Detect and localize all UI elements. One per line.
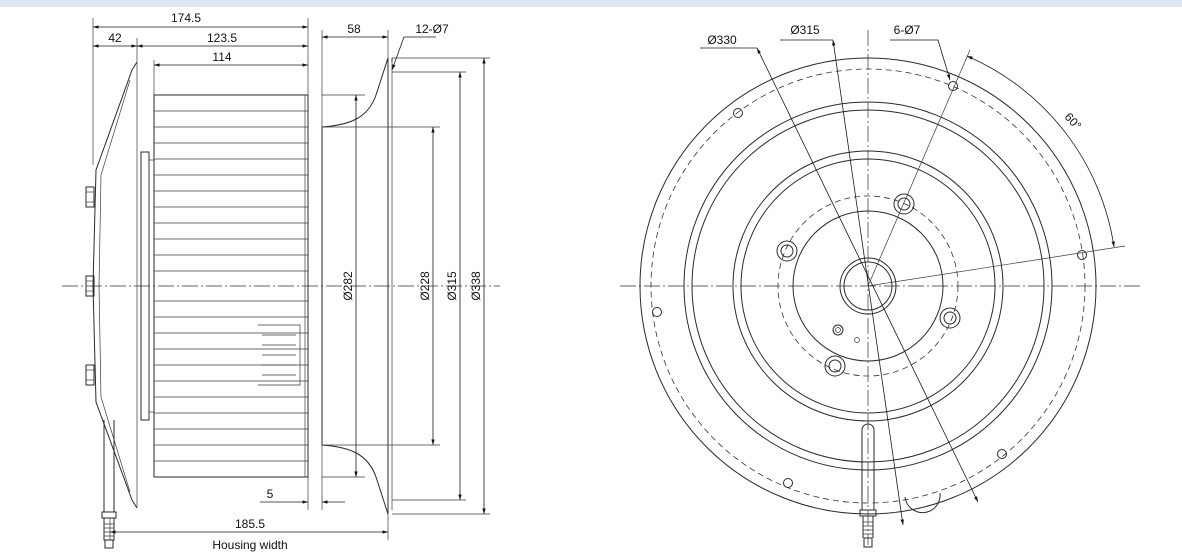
impeller-wheel [153, 94, 309, 478]
motor-housing [92, 61, 155, 509]
side-diameter-dimensions [322, 57, 490, 515]
angle-60-label: 60° [1062, 110, 1085, 133]
side-bottom-dimensions [109, 445, 389, 540]
flange-holes [652, 81, 1087, 488]
side-cable [101, 420, 117, 549]
dim-d315-label: Ø315 [445, 271, 459, 301]
dim-d282-label: Ø282 [341, 271, 355, 301]
front-view: Ø330 Ø315 6-Ø7 60° [620, 23, 1140, 548]
motor-bolt-middle [85, 275, 95, 297]
dim-185-5-label: 185.5 [235, 517, 265, 531]
dim-42-label: 42 [108, 31, 122, 45]
dim-d228-label: Ø228 [418, 271, 432, 301]
dim-d315-front-label: Ø315 [790, 23, 820, 37]
dim-174-5-label: 174.5 [171, 11, 201, 25]
dim-5-label: 5 [267, 487, 274, 501]
dim-114-label: 114 [212, 50, 231, 64]
inlet-flange [321, 57, 393, 515]
dim-d330-label: Ø330 [707, 33, 737, 47]
side-view: 174.5 42 123.5 114 58 12-Ø7 Ø282 Ø228 Ø3… [62, 11, 500, 552]
dim-d338-label: Ø338 [469, 271, 483, 301]
front-dimension-leaders [700, 39, 1126, 526]
side-top-dimensions [92, 18, 436, 165]
dim-123-5-label: 123.5 [207, 31, 237, 45]
dim-12-holes-label: 12-Ø7 [415, 22, 449, 36]
dim-6-holes-label: 6-Ø7 [894, 23, 921, 37]
header-band [0, 0, 1182, 7]
housing-width-label: Housing width [212, 538, 287, 552]
dim-58-label: 58 [347, 22, 361, 36]
motor-bolt-top [85, 186, 95, 208]
motor-bolt-bottom [85, 364, 95, 386]
